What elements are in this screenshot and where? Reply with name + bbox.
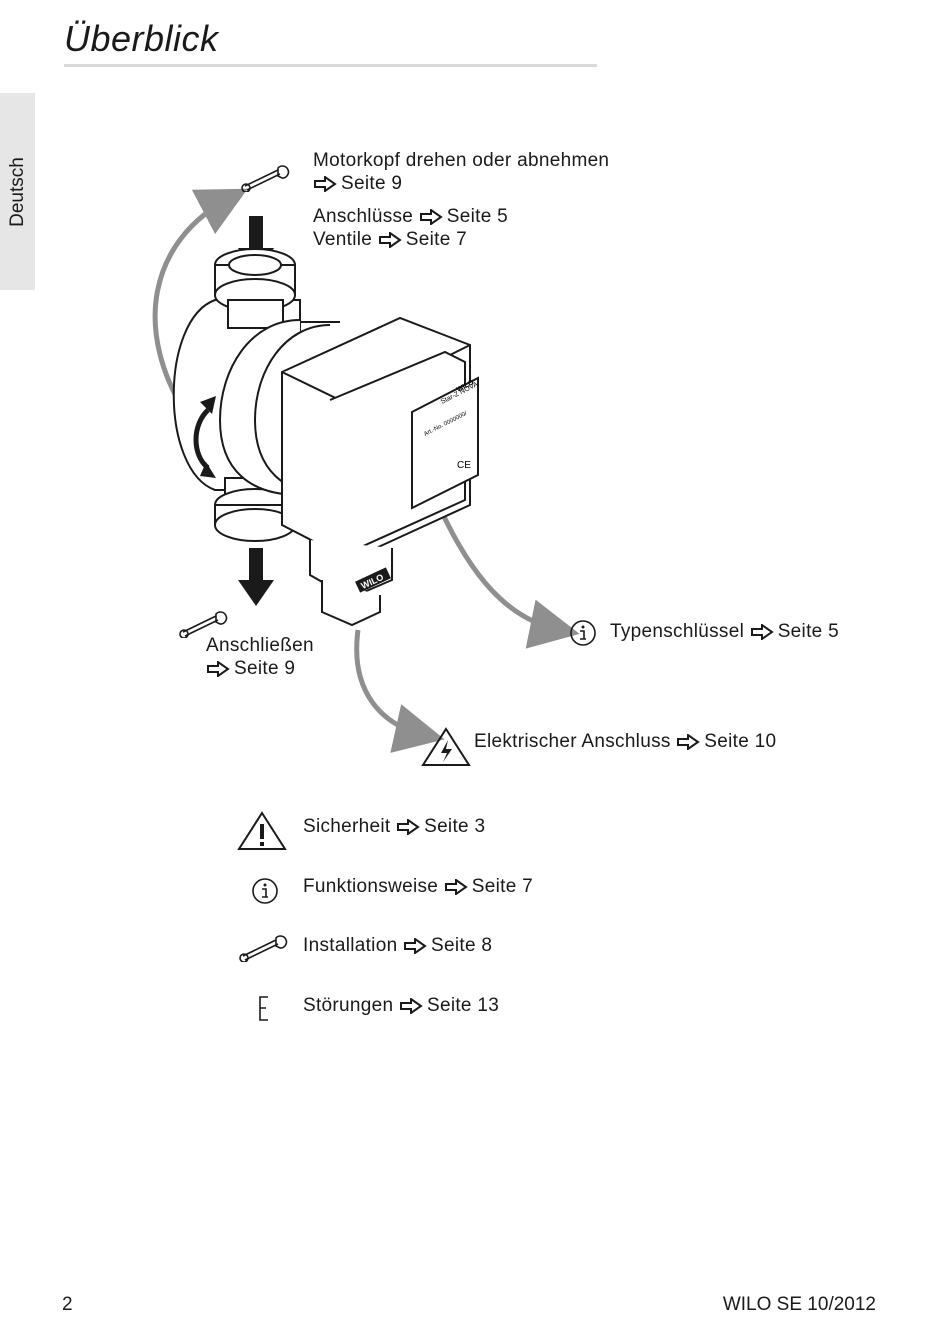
index-label: Funktionsweise <box>303 876 439 897</box>
index-item-function[interactable]: Funktionsweise Seite 7 <box>303 875 533 898</box>
pump-plate-ce: CE <box>457 460 471 471</box>
type-key-callout-arrow <box>429 489 580 649</box>
motor-head-label: Motorkopf drehen oder abnehmen <box>313 150 610 171</box>
valves-label: Ventile <box>313 229 373 250</box>
page-ref-arrow-icon <box>750 624 774 640</box>
page-ref-arrow-icon <box>314 176 337 192</box>
motor-head-link[interactable]: Seite 9 <box>313 172 609 195</box>
connect-label: Anschließen <box>206 635 314 656</box>
index-page: Seite 7 <box>471 876 534 897</box>
page-ref-arrow-icon <box>419 209 443 225</box>
type-key-page: Seite 5 <box>777 621 839 642</box>
motor-head-page: Seite 9 <box>341 173 403 194</box>
index-label: Installation <box>303 935 398 956</box>
index-page: Seite 13 <box>426 995 500 1016</box>
flow-out-arrow <box>238 548 274 606</box>
footer-publisher: WILO SE 10/2012 <box>722 1294 876 1315</box>
page-ref-arrow-icon <box>404 938 427 954</box>
wrench-icon <box>241 165 290 192</box>
connect-page: Seite 9 <box>234 658 296 679</box>
index-item-installation[interactable]: Installation Seite 8 <box>303 934 492 957</box>
index-item-faults[interactable]: Störungen Seite 13 <box>303 994 499 1017</box>
page-number: 2 <box>62 1294 73 1315</box>
electrical-warning-icon <box>421 727 471 766</box>
index-item-safety[interactable]: Sicherheit Seite 3 <box>303 815 485 838</box>
page-ref-arrow-icon <box>399 998 423 1014</box>
page-ref-arrow-icon <box>397 819 420 835</box>
connect-callout[interactable]: Anschließen Seite 9 <box>206 634 314 680</box>
language-tab: Deutsch <box>0 93 35 290</box>
info-icon <box>570 620 596 646</box>
page-ref-arrow-icon <box>378 232 402 248</box>
electrical-page: Seite 10 <box>704 731 777 752</box>
electrical-label: Elektrischer Anschluss <box>474 731 671 752</box>
pump-body <box>172 248 479 627</box>
title-divider <box>64 64 597 67</box>
page-ref-arrow-icon <box>207 661 230 677</box>
info-icon <box>252 878 278 904</box>
error-e-icon <box>259 996 268 1021</box>
page-ref-arrow-icon <box>444 879 468 895</box>
connections-label: Anschlüsse <box>313 206 414 227</box>
wrench-icon <box>179 611 228 638</box>
index-page: Seite 3 <box>424 816 486 837</box>
index-page: Seite 8 <box>431 935 493 956</box>
motor-head-callout: Motorkopf drehen oder abnehmen Seite 9 <box>313 149 609 195</box>
rotate-double-arrow-icon <box>193 408 210 470</box>
wrench-icon <box>239 935 288 962</box>
electrical-callout-arrow <box>354 629 445 753</box>
page-title: Überblick <box>64 18 219 59</box>
type-key-callout[interactable]: Typenschlüssel Seite 5 <box>610 620 839 643</box>
motor-rotate-callout-arrow <box>152 188 248 422</box>
valves-page: Seite 7 <box>405 229 468 250</box>
electrical-callout[interactable]: Elektrischer Anschluss Seite 10 <box>474 730 776 753</box>
index-label: Sicherheit <box>303 816 391 837</box>
page-ref-arrow-icon <box>677 734 701 750</box>
connections-page: Seite 5 <box>446 206 509 227</box>
warning-icon <box>237 811 287 850</box>
index-label: Störungen <box>303 995 394 1016</box>
valves-callout[interactable]: Ventile Seite 7 <box>313 228 467 251</box>
connections-callout[interactable]: Anschlüsse Seite 5 <box>313 205 508 228</box>
type-key-label: Typenschlüssel <box>610 621 745 642</box>
